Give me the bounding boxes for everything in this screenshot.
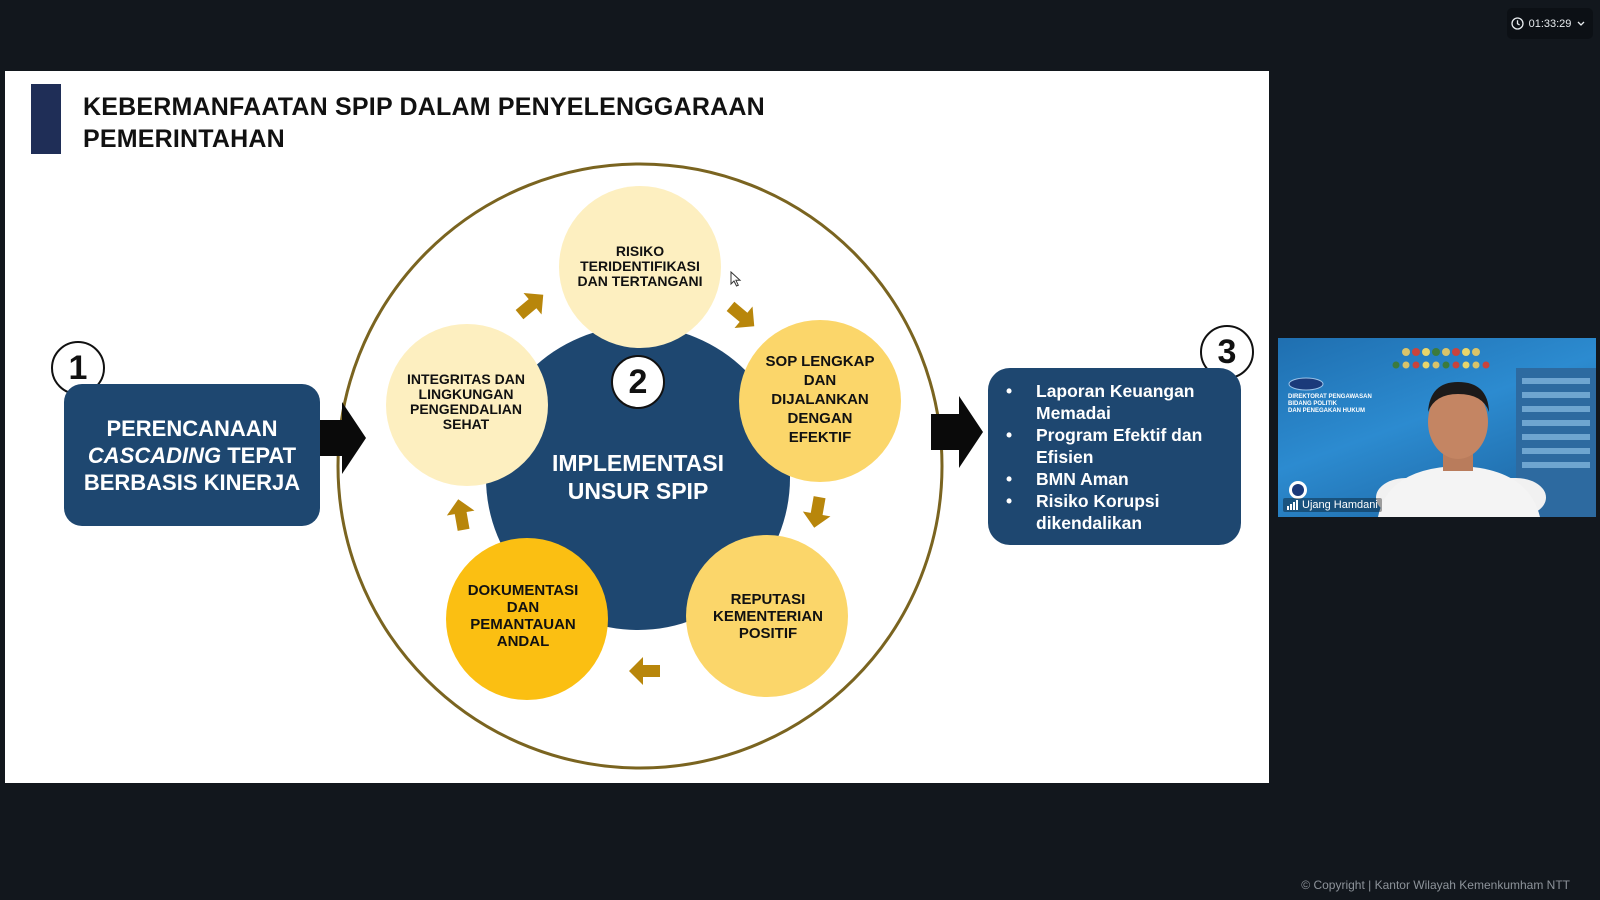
cycle-arrow-left-to-top <box>510 283 553 326</box>
cycle-top-line: DAN TERTANGANI <box>577 272 703 289</box>
step1-box: PERENCANAAN CASCADING TEPAT BERBASIS KIN… <box>64 384 320 526</box>
cycle-bottom-right-line: POSITIF <box>738 624 798 642</box>
video-banner-text: DIREKTORAT PENGAWASAN BIDANG POLITIK DAN… <box>1288 394 1372 415</box>
cycle-circle-right <box>739 320 901 482</box>
step1-line3: BERBASIS KINERJA <box>83 469 301 495</box>
benefit-item: Risiko Korupsi dikendalikan <box>1006 490 1231 534</box>
cycle-arrow-bottom-to-left <box>629 657 660 685</box>
clock-icon <box>1510 17 1524 30</box>
video-banner-line2: BIDANG POLITIK <box>1288 401 1337 407</box>
cycle-left-line: INTEGRITAS DAN <box>407 371 525 387</box>
cycle-text-bottom-right: REPUTASI KEMENTERIAN POSITIF <box>695 586 841 646</box>
center-text-line2: UNSUR SPIP <box>567 478 709 504</box>
cycle-circle-bottom-left <box>446 538 608 700</box>
cycle-right-line: DIJALANKAN <box>771 390 869 408</box>
cycle-circle-top <box>559 186 721 348</box>
cycle-bottom-left-line: PEMANTAUAN <box>470 616 576 633</box>
video-banner-line1: DIREKTORAT PENGAWASAN <box>1288 394 1372 400</box>
copyright-text: © Copyright | Kantor Wilayah Kemenkumham… <box>1301 878 1570 892</box>
step1-line2-rest: TEPAT <box>221 442 297 468</box>
step1-line2: CASCADING TEPAT <box>88 442 296 469</box>
cycle-bottom-right-line: REPUTASI <box>730 590 806 608</box>
cycle-bottom-right-line: KEMENTERIAN <box>712 607 823 625</box>
cycle-left-line: SEHAT <box>442 416 490 432</box>
cycle-bottom-left-line: ANDAL <box>496 633 550 650</box>
center-text-line1: IMPLEMENTASI <box>551 450 725 476</box>
video-banner-line3: DAN PENEGAKAN HUKUM <box>1288 408 1366 414</box>
cycle-right-line: DAN <box>803 371 837 389</box>
step3-box: Laporan Keuangan Memadai Program Efektif… <box>988 368 1241 545</box>
cycle-text-left: INTEGRITAS DAN LINGKUNGAN PENGENDALIAN S… <box>393 367 539 437</box>
cycle-circle-left <box>386 324 548 486</box>
signal-bars-icon <box>1287 500 1298 510</box>
cycle-left-line: PENGENDALIAN <box>409 401 522 417</box>
cycle-right-line: EFEKTIF <box>788 428 852 446</box>
timer-value: 01:33:29 <box>1528 17 1572 30</box>
participant-label: Ujang Hamdani <box>1283 498 1382 512</box>
cycle-right-line: DENGAN <box>787 409 853 427</box>
benefit-list: Laporan Keuangan Memadai Program Efektif… <box>1006 380 1231 534</box>
participant-video-tile[interactable]: DIREKTORAT PENGAWASAN BIDANG POLITIK DAN… <box>1278 338 1596 517</box>
cycle-text-bottom-left: DOKUMENTASI DAN PEMANTAUAN ANDAL <box>450 576 596 656</box>
cycle-arrow-top-to-right <box>721 295 764 338</box>
slide-title: KEBERMANFAATAN SPIP DALAM PENYELENGGARAA… <box>83 91 983 155</box>
cycle-top-line: TERIDENTIFIKASI <box>580 257 700 274</box>
flow-arrow-1-to-2 <box>314 402 366 474</box>
cycle-text-top: RISIKO TERIDENTIFIKASI DAN TERTANGANI <box>565 236 715 296</box>
flow-arrow-2-to-3 <box>931 396 983 468</box>
slide-title-line2: PEMERINTAHAN <box>83 125 285 153</box>
mouse-cursor-icon <box>730 271 742 287</box>
chevron-down-icon[interactable] <box>1576 17 1589 30</box>
cycle-text-right: SOP LENGKAP DAN DIJALANKAN DENGAN EFEKTI… <box>747 349 893 449</box>
cycle-arrow-bottomleft-to-left <box>444 496 478 533</box>
cycle-bottom-left-line: DOKUMENTASI <box>467 582 579 599</box>
cycle-top-line: RISIKO <box>615 242 665 259</box>
center-text: IMPLEMENTASI UNSUR SPIP <box>538 447 738 507</box>
cycle-right-line: SOP LENGKAP <box>765 352 875 370</box>
video-frame-graphic <box>1288 348 1596 517</box>
meeting-timer[interactable]: 01:33:29 <box>1507 8 1593 39</box>
participant-name: Ujang Hamdani <box>1302 499 1378 511</box>
slide-title-line1: KEBERMANFAATAN SPIP DALAM PENYELENGGARAA… <box>83 93 765 121</box>
benefit-item: Laporan Keuangan Memadai <box>1006 380 1231 424</box>
step1-line2-italic: CASCADING <box>87 442 222 468</box>
benefit-item: BMN Aman <box>1006 468 1231 490</box>
shared-slide: KEBERMANFAATAN SPIP DALAM PENYELENGGARAA… <box>5 71 1269 783</box>
cycle-bottom-left-line: DAN <box>506 599 540 616</box>
step-number-2: 2 <box>611 355 665 409</box>
title-accent-bar <box>31 84 61 154</box>
outer-ring <box>336 162 944 770</box>
cycle-arrow-right-to-bottom <box>800 494 834 531</box>
benefit-item: Program Efektif dan Efisien <box>1006 424 1231 468</box>
step1-line1: PERENCANAAN <box>106 415 278 441</box>
cycle-circle-bottom-right <box>686 535 848 697</box>
spip-diagram <box>314 162 983 770</box>
cycle-left-line: LINGKUNGAN <box>418 386 514 402</box>
